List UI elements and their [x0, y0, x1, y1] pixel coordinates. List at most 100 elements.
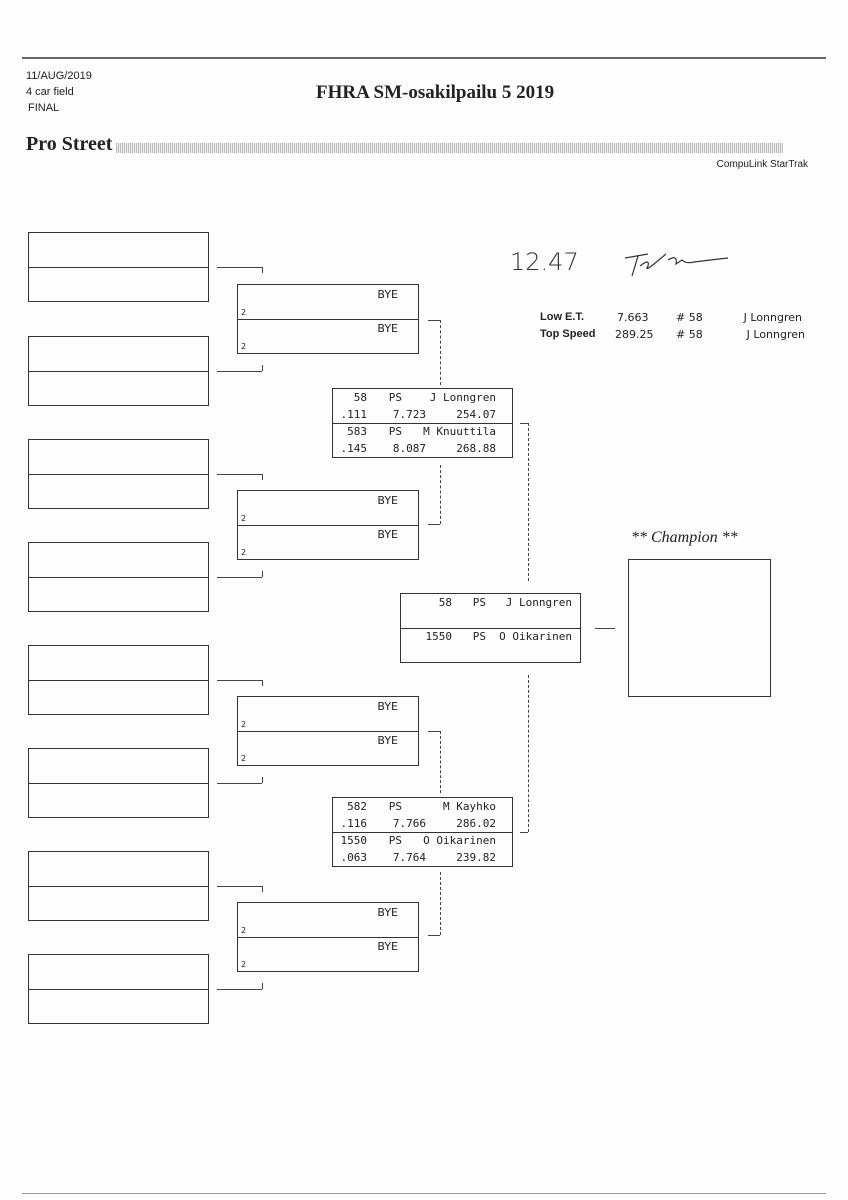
records-table: Low E.T. 7.663 # 58 J Lonngren Top Speed… [540, 311, 810, 345]
car-number: 1550 [425, 630, 453, 643]
connector [440, 731, 441, 793]
top-rule [22, 57, 826, 59]
connector [262, 777, 263, 783]
record-low-et: Low E.T. 7.663 # 58 J Lonngren [540, 311, 810, 328]
car-class: PS [388, 834, 402, 847]
connector [440, 465, 441, 524]
car-class: PS [388, 425, 402, 438]
round1-match [28, 232, 209, 302]
car-class: PS [388, 391, 402, 404]
connector [262, 983, 263, 989]
round1-match [28, 954, 209, 1024]
record-car: # 58 [676, 328, 703, 341]
car-number: 1550 [340, 834, 368, 847]
connector [520, 832, 528, 833]
bye-label: BYE [377, 322, 398, 335]
field-size: 4 car field [26, 86, 74, 98]
driver-name: J Lonngren [429, 391, 496, 404]
round1-match [28, 851, 209, 921]
speed: 286.02 [456, 817, 496, 830]
lane-marker: 2 [241, 960, 247, 969]
category-dotted-band [116, 143, 783, 153]
connector [262, 267, 263, 273]
round1-match [28, 336, 209, 406]
connector [262, 886, 263, 892]
header-info: 11/AUG/2019 4 car field FINAL [26, 68, 92, 116]
car-number: 583 [347, 425, 367, 438]
connector [217, 680, 262, 681]
connector [217, 989, 262, 990]
lane-marker: 2 [241, 342, 247, 351]
round2-match: BYE 2 BYE 2 [237, 902, 419, 972]
record-driver: J Lonngren [743, 311, 802, 324]
round1-match [28, 542, 209, 612]
connector [595, 628, 615, 629]
connector [217, 577, 262, 578]
connector [262, 680, 263, 686]
connector [428, 731, 440, 732]
reaction-time: .116 [340, 817, 368, 830]
handwritten-time: 12.47 [510, 248, 579, 276]
speed: 239.82 [456, 851, 496, 864]
connector [528, 675, 529, 832]
champion-label: ** Champion ** [631, 529, 738, 546]
bye-label: BYE [377, 700, 398, 713]
connector [217, 474, 262, 475]
connector [440, 320, 441, 385]
bye-label: BYE [377, 734, 398, 747]
connector [217, 783, 262, 784]
reaction-time: .145 [340, 442, 368, 455]
record-driver: J Lonngren [746, 328, 805, 341]
bye-label: BYE [377, 940, 398, 953]
driver-name: O Oikarinen [499, 630, 572, 643]
event-title: FHRA SM-osakilpailu 5 2019 [316, 82, 555, 103]
driver-name: M Knuuttila [423, 425, 496, 438]
bye-label: BYE [377, 906, 398, 919]
bye-label: BYE [377, 494, 398, 507]
connector [520, 423, 528, 424]
lane-marker: 2 [241, 926, 247, 935]
reaction-time: .111 [340, 408, 368, 421]
record-value: 289.25 [615, 328, 654, 341]
car-number: 58 [353, 391, 367, 404]
record-value: 7.663 [617, 311, 649, 324]
record-car: # 58 [676, 311, 703, 324]
connector [217, 371, 262, 372]
date: 11/AUG/2019 [26, 70, 92, 82]
bottom-rule [22, 1193, 826, 1194]
connector [217, 267, 262, 268]
bye-label: BYE [377, 528, 398, 541]
car-class: PS [388, 800, 402, 813]
driver-name: J Lonngren [505, 596, 572, 609]
car-number: 58 [438, 596, 452, 609]
bye-label: BYE [377, 288, 398, 301]
driver-name: O Oikarinen [423, 834, 496, 847]
reaction-time: .063 [340, 851, 368, 864]
lane-marker: 2 [241, 720, 247, 729]
stage: FINAL [28, 102, 60, 114]
round1-match [28, 439, 209, 509]
connector [262, 571, 263, 577]
category-title: Pro Street [26, 133, 113, 155]
speed: 254.07 [456, 408, 496, 421]
champion-box [628, 559, 771, 697]
round2-match: BYE 2 BYE 2 [237, 284, 419, 354]
car-class: PS [472, 630, 486, 643]
signature-icon [624, 253, 729, 277]
connector [428, 935, 440, 936]
car-number: 582 [347, 800, 367, 813]
lane-marker: 2 [241, 308, 247, 317]
software-name: CompuLink StarTrak [716, 159, 808, 170]
connector [262, 365, 263, 371]
elapsed-time: 7.766 [392, 817, 426, 830]
connector [428, 320, 440, 321]
record-label: Low E.T. [540, 311, 584, 323]
connector [428, 524, 440, 525]
round1-match [28, 645, 209, 715]
connector [528, 423, 529, 581]
car-class: PS [472, 596, 486, 609]
connector [262, 474, 263, 480]
